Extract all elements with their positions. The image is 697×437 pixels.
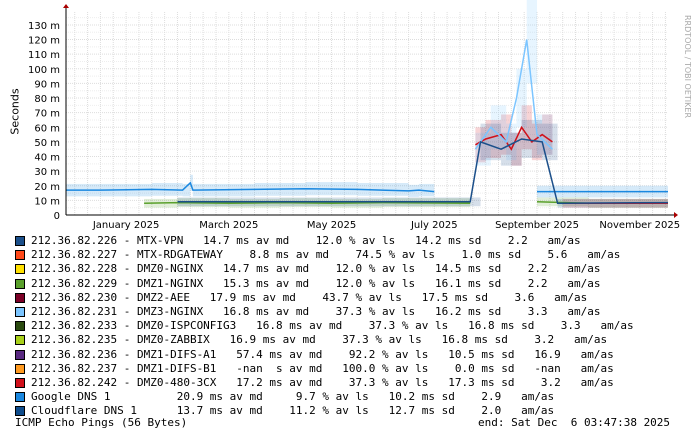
smoke-band	[542, 123, 558, 161]
smoke-band	[506, 123, 517, 161]
y-tick-label: 50 m	[34, 138, 60, 149]
y-tick-label: 120 m	[28, 36, 60, 47]
x-tick-label: November 2025	[599, 220, 680, 231]
legend-text: 212.36.82.229 - DMZ1-NGINX 15.3 ms av md…	[31, 276, 601, 290]
smoke-band	[526, 0, 538, 84]
legend-text: 212.36.82.242 - DMZ0-480-3CX 17.2 ms av …	[31, 375, 614, 389]
legend-swatch	[15, 377, 25, 388]
legend-swatch	[15, 292, 25, 303]
legend-item: 212.36.82.233 - DMZ0-ISPCONFIG3 16.8 ms …	[15, 319, 634, 333]
y-axis-label: Seconds	[8, 88, 22, 135]
y-tick-label: 80 m	[34, 94, 60, 105]
y-tick-label: 130 m	[28, 21, 60, 32]
legend-text: 212.36.82.236 - DMZ1-DIFS-A1 57.4 ms av …	[31, 347, 614, 361]
footer-title: ICMP Echo Pings (56 Bytes)	[15, 416, 188, 429]
footer-end-time: end: Sat Dec 6 03:47:38 2025	[478, 416, 671, 429]
legend-item: Cloudflare DNS 1 13.7 ms av md 11.2 % av…	[15, 404, 634, 418]
series-line	[474, 39, 553, 150]
y-tick-label: 30 m	[34, 167, 60, 178]
smoke-band	[182, 183, 191, 197]
x-tick-label: January 2025	[92, 220, 160, 231]
x-axis-arrow-icon	[674, 212, 678, 218]
smoke-band	[501, 114, 512, 155]
legend-swatch	[15, 264, 25, 275]
legend-text: Google DNS 1 20.9 ms av md 9.7 % av ls 1…	[31, 390, 555, 404]
legend-text: Cloudflare DNS 1 13.7 ms av md 11.2 % av…	[31, 404, 555, 418]
y-tick-label: 40 m	[34, 153, 60, 164]
smoke-band	[480, 123, 502, 161]
legend-text: 212.36.82.227 - MTX-RDGATEWAY 8.8 ms av …	[31, 248, 621, 262]
legend-text: 212.36.82.231 - DMZ3-NGINX 16.8 ms av md…	[31, 305, 601, 319]
y-axis-arrow-icon	[63, 4, 69, 8]
legend-swatch	[15, 321, 25, 332]
smoke-band	[190, 174, 193, 191]
legend-item: 212.36.82.229 - DMZ1-NGINX 15.3 ms av md…	[15, 277, 634, 291]
legend-swatch	[15, 307, 25, 318]
x-tick-label: March 2025	[199, 220, 258, 231]
x-tick-label: July 2025	[410, 220, 458, 231]
legend-text: 212.36.82.237 - DMZ1-DIFS-B1 -nan s av m…	[31, 361, 614, 375]
legend-swatch	[15, 236, 25, 247]
legend-text: 212.36.82.233 - DMZ0-ISPCONFIG3 16.8 ms …	[31, 319, 634, 333]
legend: 212.36.82.226 - MTX-VPN 14.7 ms av md 12…	[15, 234, 634, 418]
smoke-band	[521, 105, 532, 150]
smoke-band	[542, 114, 553, 155]
legend-item: 212.36.82.237 - DMZ1-DIFS-B1 -nan s av m…	[15, 362, 634, 376]
legend-item: 212.36.82.227 - MTX-RDGATEWAY 8.8 ms av …	[15, 248, 634, 262]
smoke-band	[470, 197, 481, 207]
legend-swatch	[15, 278, 25, 289]
series-line	[177, 138, 669, 205]
legend-swatch	[15, 363, 25, 374]
y-tick-label: 20 m	[34, 182, 60, 193]
smoke-band	[475, 132, 491, 166]
legend-text: 212.36.82.228 - DMZ0-NGINX 14.7 ms av md…	[31, 262, 601, 276]
y-tick-label: 0	[54, 211, 60, 222]
legend-swatch	[15, 250, 25, 261]
legend-item: 212.36.82.242 - DMZ0-480-3CX 17.2 ms av …	[15, 376, 634, 390]
legend-swatch	[15, 349, 25, 360]
legend-text: 212.36.82.235 - DMZ0-ZABBIX 16.9 ms av m…	[31, 333, 608, 347]
legend-text: 212.36.82.226 - MTX-VPN 14.7 ms av md 12…	[31, 234, 581, 248]
x-tick-label: September 2025	[495, 220, 579, 231]
legend-item: 212.36.82.226 - MTX-VPN 14.7 ms av md 12…	[15, 234, 634, 248]
legend-swatch	[15, 335, 25, 346]
series-line	[66, 181, 668, 193]
y-tick-label: 110 m	[28, 50, 60, 61]
legend-item: 212.36.82.230 - DMZ2-AEE 17.9 ms av md 4…	[15, 291, 634, 305]
legend-item: Google DNS 1 20.9 ms av md 9.7 % av ls 1…	[15, 390, 634, 404]
legend-swatch	[15, 392, 25, 403]
legend-item: 212.36.82.231 - DMZ3-NGINX 16.8 ms av md…	[15, 305, 634, 319]
legend-item: 212.36.82.236 - DMZ1-DIFS-A1 57.4 ms av …	[15, 348, 634, 362]
x-tick-label: May 2025	[307, 220, 356, 231]
legend-item: 212.36.82.235 - DMZ0-ZABBIX 16.9 ms av m…	[15, 333, 634, 347]
y-tick-label: 60 m	[34, 123, 60, 134]
legend-swatch	[15, 406, 25, 417]
y-tick-label: 10 m	[34, 196, 60, 207]
watermark: RRDTOOL / TOBI OETIKER	[683, 14, 693, 119]
y-tick-label: 70 m	[34, 109, 60, 120]
smoke-band	[516, 68, 527, 128]
y-tick-label: 90 m	[34, 79, 60, 90]
legend-item: 212.36.82.228 - DMZ0-NGINX 14.7 ms av md…	[15, 262, 634, 276]
smoke-band	[511, 132, 522, 166]
y-tick-label: 100 m	[28, 65, 60, 76]
legend-text: 212.36.82.230 - DMZ2-AEE 17.9 ms av md 4…	[31, 290, 588, 304]
